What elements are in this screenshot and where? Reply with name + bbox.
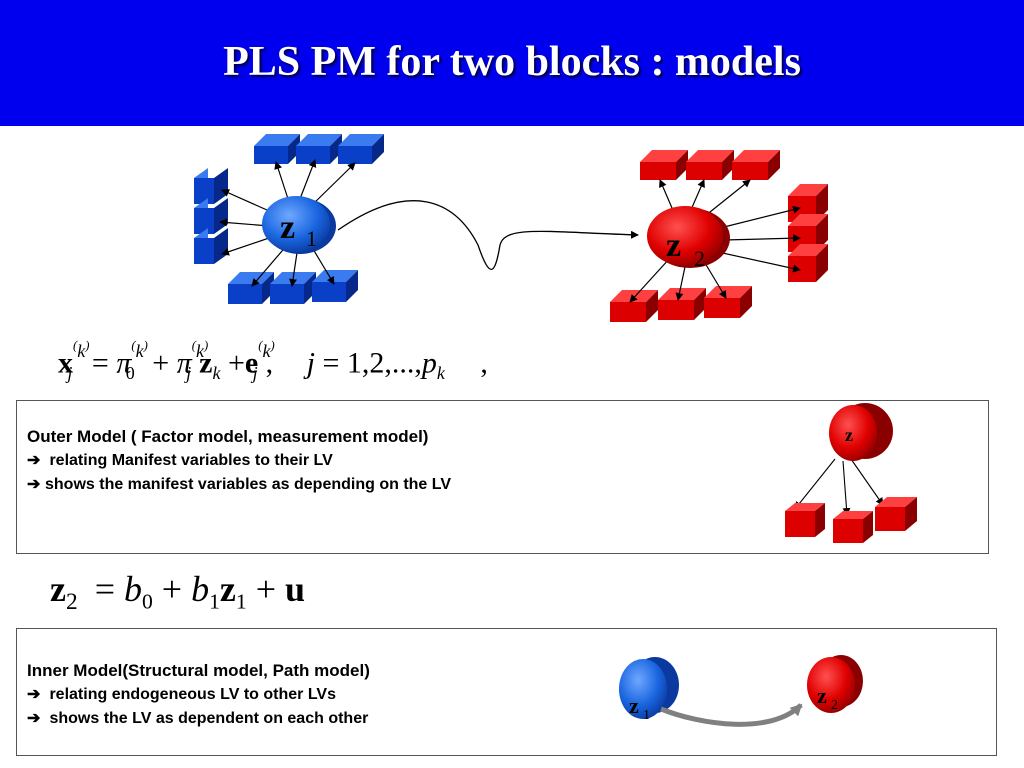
eq-sub-2: 2 bbox=[65, 589, 78, 616]
inner-model-heading: Inner Model(Structural model, Path model… bbox=[27, 661, 370, 680]
eq-equals: = bbox=[94, 569, 115, 609]
manifest-box bbox=[194, 168, 228, 204]
manifest-box bbox=[296, 134, 342, 164]
eq-equals: = bbox=[322, 346, 340, 380]
lv-label: z bbox=[280, 209, 295, 246]
lv-subscript: 2 bbox=[694, 246, 705, 271]
eq-sub-j: j bbox=[252, 363, 258, 384]
arrow-right-icon: ➔ bbox=[27, 710, 41, 727]
eq-z: z bbox=[50, 569, 66, 609]
manifest-box bbox=[194, 228, 228, 264]
lv-subscript: 1 bbox=[306, 226, 317, 251]
eq-x: x bbox=[58, 346, 73, 380]
outer-model-box: Outer Model ( Factor model, measurement … bbox=[16, 400, 989, 554]
path-arrow-z1-z2 bbox=[337, 200, 639, 270]
slide-title: PLS PM for two blocks : models bbox=[223, 39, 801, 85]
latent-variable-z1: z 1 bbox=[619, 657, 679, 723]
manifest-box bbox=[270, 272, 316, 304]
outer-model-heading: Outer Model ( Factor model, measurement … bbox=[27, 427, 429, 446]
inner-model-equation: z2 = b0 + b1z1 + u bbox=[50, 568, 305, 616]
lv-label: z bbox=[845, 425, 853, 445]
manifest-box bbox=[194, 198, 228, 234]
eq-pi: π bbox=[116, 346, 132, 380]
eq-z: z bbox=[199, 346, 213, 380]
manifest-box bbox=[686, 150, 734, 180]
eq-sub-k: k bbox=[212, 363, 221, 384]
eq-b: b bbox=[191, 569, 210, 609]
block-z1: z 1 bbox=[194, 134, 384, 304]
eq-plus: + bbox=[227, 346, 245, 380]
lv-subscript: 1 bbox=[643, 708, 650, 723]
manifest-box bbox=[833, 511, 873, 543]
lv-subscript: 2 bbox=[831, 698, 838, 713]
eq-u: u bbox=[285, 569, 306, 609]
title-band bbox=[0, 0, 1024, 126]
manifest-box bbox=[640, 150, 688, 180]
outer-model-line-1: relating Manifest variables to their LV bbox=[49, 452, 333, 469]
outer-model-text: Outer Model ( Factor model, measurement … bbox=[27, 425, 451, 497]
eq-e: e bbox=[244, 346, 259, 380]
block-z2: z 2 bbox=[610, 150, 828, 322]
eq-sub-0: 0 bbox=[125, 363, 135, 384]
manifest-box bbox=[785, 503, 825, 537]
eq-comma: , bbox=[480, 346, 488, 380]
eq-sub-k: k bbox=[436, 363, 445, 384]
manifest-box bbox=[228, 272, 274, 304]
inner-model-line-1: relating endogeneous LV to other LVs bbox=[49, 686, 336, 703]
inner-model-line-2: shows the LV as dependent on each other bbox=[49, 710, 369, 727]
eq-sub-0: 0 bbox=[142, 589, 153, 614]
eq-z: z bbox=[219, 569, 236, 609]
manifest-box bbox=[312, 270, 358, 302]
outer-model-line-2: shows the manifest variables as dependin… bbox=[45, 476, 452, 493]
manifest-box bbox=[788, 244, 828, 282]
inner-model-text: Inner Model(Structural model, Path model… bbox=[27, 659, 370, 731]
manifest-box bbox=[338, 134, 384, 164]
lv-label: z bbox=[817, 683, 827, 708]
eq-sub-1: 1 bbox=[209, 589, 220, 614]
manifest-box bbox=[732, 150, 780, 180]
eq-comma: , bbox=[265, 346, 274, 380]
eq-p: p bbox=[421, 346, 437, 380]
eq-sub-j: j bbox=[186, 363, 192, 384]
latent-variable-z2: z 2 bbox=[647, 206, 730, 271]
lv-label: z bbox=[666, 227, 681, 264]
eq-plus: + bbox=[152, 346, 170, 380]
manifest-box bbox=[254, 134, 300, 164]
arrow-right-icon: ➔ bbox=[27, 686, 41, 703]
pls-diagram: z 1 bbox=[194, 134, 828, 322]
inner-model-diagram: z 1 z 2 bbox=[619, 655, 863, 727]
lv-label: z bbox=[629, 693, 639, 718]
manifest-box bbox=[704, 286, 752, 318]
manifest-box bbox=[610, 290, 658, 322]
outer-model-diagram: z bbox=[785, 403, 917, 543]
eq-plus: + bbox=[255, 569, 276, 609]
arrow-right-icon: ➔ bbox=[27, 452, 41, 469]
eq-index-values: 1,2,..., bbox=[346, 346, 422, 380]
latent-variable-z: z bbox=[829, 403, 893, 461]
manifest-box bbox=[658, 288, 706, 320]
eq-sub-1: 1 bbox=[235, 589, 247, 614]
eq-b: b bbox=[124, 569, 142, 609]
eq-equals: = bbox=[91, 346, 109, 380]
eq-pi: π bbox=[176, 346, 192, 380]
inner-path-arrow bbox=[660, 703, 803, 727]
eq-sup-k: k bbox=[77, 340, 86, 361]
eq-plus: + bbox=[161, 569, 183, 609]
latent-variable-z2: z 2 bbox=[807, 655, 863, 713]
manifest-box bbox=[875, 497, 917, 531]
eq-index-j: j bbox=[306, 346, 315, 380]
inner-model-box: Inner Model(Structural model, Path model… bbox=[16, 628, 997, 756]
latent-variable-z1: z 1 bbox=[262, 196, 336, 254]
eq-sub-j: j bbox=[67, 363, 73, 384]
arrow-right-icon: ➔ bbox=[27, 476, 41, 493]
